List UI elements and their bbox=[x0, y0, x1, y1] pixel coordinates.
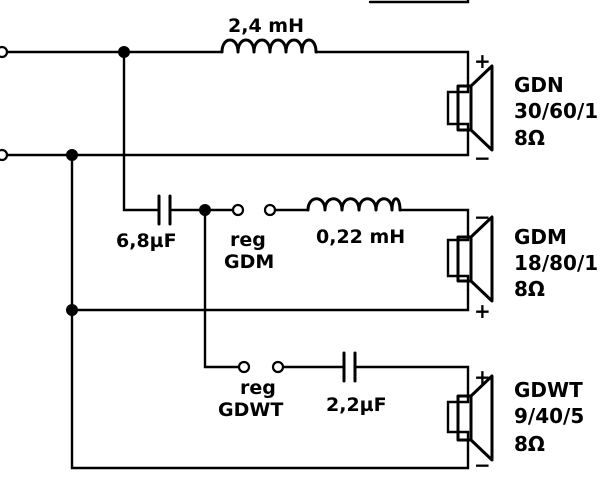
gdwt-polarity-bottom: − bbox=[474, 453, 491, 477]
speaker-gdm-spec: 18/80/1 bbox=[514, 251, 598, 275]
speaker-gdwt-spec: 9/40/5 bbox=[514, 404, 584, 428]
mid-branch-wire bbox=[122, 50, 160, 212]
inductor-mid-label: 0,22 mH bbox=[316, 226, 405, 248]
reg-gdm-label-line2: GDM bbox=[224, 251, 274, 273]
speaker-gdm-symbol bbox=[446, 215, 494, 303]
tweeter-wire-3 bbox=[354, 365, 470, 390]
speaker-gdn-symbol bbox=[446, 64, 494, 152]
speaker-gdwt-symbol bbox=[446, 374, 494, 462]
reg-gdwt-label-line1: reg bbox=[240, 377, 276, 399]
gdn-polarity-top: + bbox=[474, 49, 491, 73]
inductor-main-coil bbox=[220, 38, 318, 54]
inductor-mid-coil bbox=[306, 197, 402, 212]
speaker-gdm-model: GDM bbox=[514, 225, 567, 249]
inductor-main-label: 2,4 mH bbox=[228, 15, 304, 37]
gdn-polarity-bottom: − bbox=[474, 146, 491, 170]
mid-wire-4 bbox=[398, 208, 470, 230]
reg-gdwt-label-line2: GDWT bbox=[218, 399, 283, 421]
capacitor-tweeter bbox=[342, 351, 357, 383]
speaker-gdn-model: GDN bbox=[514, 73, 564, 97]
gdm-return-wire bbox=[70, 288, 470, 312]
reg-gdwt-terminal bbox=[237, 360, 251, 374]
reg-gdwt-terminal bbox=[271, 360, 285, 374]
capacitor-mid-label: 6,8µF bbox=[116, 230, 177, 252]
speaker-gdwt-model: GDWT bbox=[514, 378, 583, 402]
left-return-rail bbox=[70, 153, 470, 470]
frame-edge bbox=[368, 0, 470, 4]
capacitor-tweeter-label: 2,2µF bbox=[326, 394, 387, 416]
reg-gdm-terminal bbox=[231, 203, 245, 217]
negative-rail bbox=[5, 136, 470, 157]
tweeter-branch-wire bbox=[203, 208, 240, 369]
capacitor-mid bbox=[157, 194, 172, 226]
speaker-gdn-spec: 30/60/1 bbox=[514, 99, 598, 123]
gdwt-polarity-top: + bbox=[474, 365, 491, 389]
reg-gdm-terminal bbox=[263, 203, 277, 217]
speaker-gdwt-impedance: 8Ω bbox=[514, 432, 545, 456]
gdm-polarity-top: − bbox=[474, 205, 491, 229]
speaker-gdm-impedance: 8Ω bbox=[514, 277, 545, 301]
reg-gdm-label-line1: reg bbox=[230, 229, 266, 251]
speaker-gdn-impedance: 8Ω bbox=[514, 126, 545, 150]
positive-rail-right bbox=[314, 50, 470, 80]
gdm-polarity-bottom: + bbox=[474, 299, 491, 323]
